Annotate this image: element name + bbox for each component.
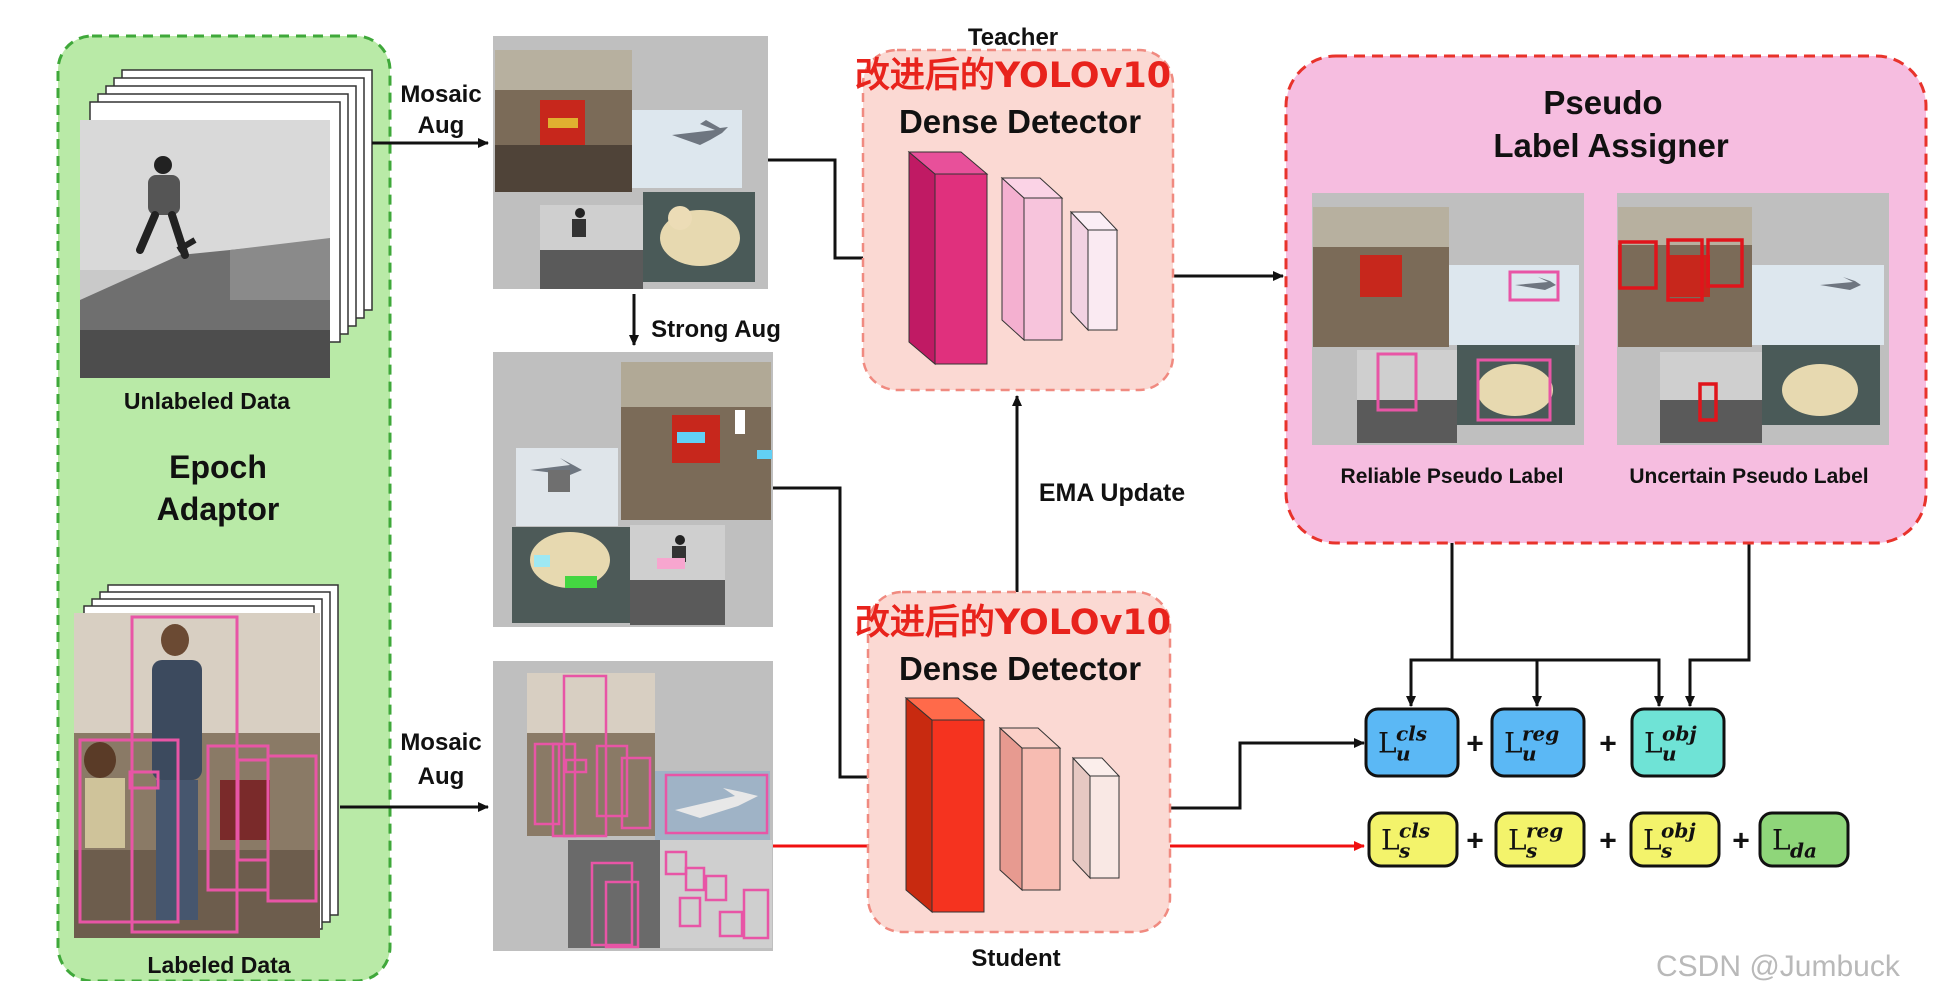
labeled-data-caption: Labeled Data: [147, 952, 290, 978]
student-feature-blocks: [904, 696, 1121, 914]
mosaic-labeled: [493, 661, 773, 951]
assigner-title-2: Label Assigner: [1493, 127, 1729, 164]
loss-subscript: da: [1790, 839, 1817, 863]
loss-symbol: L: [1643, 824, 1662, 857]
loss-symbol: L: [1381, 824, 1400, 857]
strong-jet-tile: [516, 448, 618, 526]
unlabeled-image-stack: [80, 69, 373, 378]
mosaic-aug-label-bottom-1: Mosaic: [400, 729, 481, 756]
student-role-label: Student: [971, 945, 1060, 972]
watermark: CSDN @Jumbuck: [1656, 950, 1901, 981]
uncertain-pseudo-caption: Uncertain Pseudo Label: [1629, 465, 1868, 488]
teacher-detector: [861, 48, 1175, 392]
teacher-feature-blocks: [907, 150, 1119, 366]
reliable-pseudo-caption: Reliable Pseudo Label: [1341, 465, 1564, 488]
strong-train-tile: [621, 362, 772, 520]
pseudo-label-assigner: [1284, 54, 1928, 545]
epoch-adaptor-title-2: Adaptor: [157, 491, 280, 527]
strong-bear-tile: [512, 527, 630, 623]
teacher-model-name: 改进后的YOLOv10: [855, 56, 1171, 96]
loss-subscript: s: [1525, 839, 1537, 863]
arrows: [340, 138, 1751, 812]
mosaic-aug-label-bottom-2: Aug: [418, 763, 465, 790]
jet-tile: [632, 110, 742, 188]
student-model-name: 改进后的YOLOv10: [855, 603, 1171, 643]
strong-skater-tile: [630, 525, 725, 625]
plus-sign: +: [1466, 728, 1484, 761]
loss-symbol: L: [1508, 824, 1527, 857]
people-photo: [74, 613, 320, 938]
unlabeled-data-caption: Unlabeled Data: [124, 388, 290, 414]
loss-subscript: u: [1396, 742, 1411, 766]
train-tile: [495, 50, 632, 192]
loss-symbol: L: [1644, 727, 1663, 760]
student-detector: [866, 590, 1172, 934]
labeled-mosaic-boxes: [533, 674, 770, 949]
mosaic-aug-label-top-1: Mosaic: [400, 81, 481, 108]
plus-sign: +: [1466, 825, 1484, 858]
skateboarder-photo: [80, 120, 330, 378]
plus-sign: +: [1732, 825, 1750, 858]
loss-superscript: obj: [1661, 819, 1696, 843]
loss-superscript: reg: [1522, 722, 1559, 746]
labeled-plane-tile: [655, 771, 770, 841]
plus-sign: +: [1599, 825, 1617, 858]
arrow-reliable-right: [1537, 658, 1664, 707]
labeled-street-tile: [568, 840, 772, 948]
reliable-pseudo-image: [1312, 193, 1584, 445]
skater-tile: [540, 205, 643, 289]
loss-subscript: s: [1660, 839, 1672, 863]
loss-subscript: s: [1398, 839, 1410, 863]
teacher-role-label: Teacher: [968, 24, 1058, 51]
loss-subscript: u: [1522, 742, 1537, 766]
epoch-adaptor-title-1: Epoch: [169, 449, 267, 485]
plus-sign: +: [1599, 728, 1617, 761]
arrow-reliable-mid: [1452, 658, 1542, 707]
loss-superscript: reg: [1526, 819, 1563, 843]
labeled-bounding-boxes: [78, 615, 318, 934]
mosaic-unlabeled-strong: [493, 352, 773, 627]
teacher-detector-title: Dense Detector: [899, 103, 1141, 140]
loss-subscript: u: [1662, 742, 1677, 766]
loss-symbol: L: [1378, 727, 1397, 760]
arrow-uncertain-down: [1685, 502, 1751, 707]
loss-symbol: L: [1504, 727, 1523, 760]
labeled-image-stack: [74, 584, 339, 938]
mosaic-aug-label-top-2: Aug: [418, 112, 465, 139]
polar-bear-tile: [643, 192, 755, 282]
uncertain-pseudo-image: [1617, 193, 1889, 445]
assigner-title-1: Pseudo: [1543, 84, 1662, 121]
strong-aug-label: Strong Aug: [651, 316, 781, 343]
loss-superscript: cls: [1399, 819, 1430, 843]
loss-superscript: obj: [1662, 722, 1697, 746]
arrow-student-to-unlabeled-loss: [1117, 738, 1365, 810]
loss-superscript: cls: [1396, 722, 1427, 746]
mosaic-unlabeled-weak: [493, 36, 768, 289]
ema-update-label: EMA Update: [1039, 479, 1185, 507]
student-detector-title: Dense Detector: [899, 650, 1141, 687]
arrow-reliable-down: [1406, 502, 1454, 707]
labeled-people-tile: [527, 673, 655, 836]
loss-symbol: L: [1772, 824, 1791, 857]
